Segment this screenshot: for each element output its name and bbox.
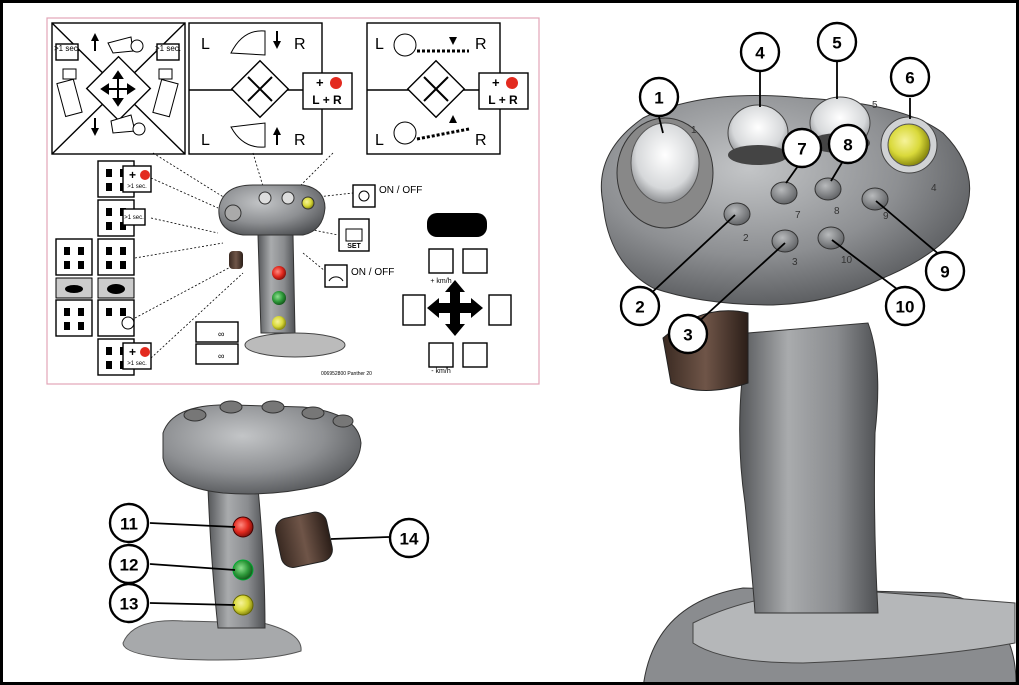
- hare-icon: [65, 285, 83, 293]
- right-label: R: [294, 132, 306, 149]
- right-label: R: [475, 36, 487, 53]
- left-label: L: [201, 36, 210, 53]
- svg-text:4: 4: [755, 44, 765, 63]
- right-label: R: [475, 132, 487, 149]
- callout-13: 13: [110, 584, 148, 622]
- callout-7: 7: [783, 129, 821, 167]
- joystick-top-view: 1 2 3 7 8 9 10 4 5: [601, 96, 1016, 685]
- callout-3: 3: [669, 315, 707, 353]
- svg-text:5: 5: [832, 34, 841, 53]
- marking-2: 2: [743, 233, 749, 244]
- callout-5: 5: [818, 23, 856, 61]
- callout-8: 8: [829, 125, 867, 163]
- plus-label: +: [129, 345, 136, 359]
- right-label: R: [294, 36, 306, 53]
- marking-3: 3: [792, 257, 798, 268]
- minus-kmh-label: - km/h: [431, 368, 451, 375]
- svg-text:6: 6: [905, 69, 914, 88]
- svg-text:2: 2: [635, 298, 644, 317]
- svg-text:7: 7: [797, 140, 806, 159]
- marking-10: 10: [841, 255, 853, 266]
- one-sec-label: >1 sec.: [127, 361, 147, 367]
- plus-label: +: [492, 75, 500, 90]
- one-sec-label: >1 sec.: [127, 184, 147, 190]
- set-label: SET: [347, 243, 361, 250]
- marking-9: 9: [883, 211, 889, 222]
- callout-11: 11: [110, 504, 148, 542]
- callout-1: 1: [640, 78, 678, 116]
- plus-label: +: [316, 75, 324, 90]
- callout-9: 9: [926, 252, 964, 290]
- joystick-diagram: >1 sec. >1 sec. L R L R: [3, 3, 1019, 685]
- part-number: 006952800 Panther 20: [321, 371, 372, 377]
- infinity-glyph: ∞: [218, 329, 224, 339]
- callout-2: 2: [621, 287, 659, 325]
- left-label: L: [375, 36, 384, 53]
- on-off-label: ON / OFF: [379, 185, 422, 196]
- marking-1: 1: [691, 125, 697, 136]
- svg-text:3: 3: [683, 326, 692, 345]
- thumb-wheel: [273, 510, 334, 570]
- svg-text:12: 12: [120, 556, 139, 575]
- marking-8: 8: [834, 206, 840, 217]
- svg-text:11: 11: [120, 515, 138, 534]
- one-sec-label: >1 sec.: [155, 44, 181, 53]
- svg-text:13: 13: [120, 595, 139, 614]
- instruction-panel: >1 sec. >1 sec. L R L R: [47, 18, 539, 384]
- speedometer-icon: [325, 265, 347, 287]
- one-sec-label: >1 sec.: [54, 44, 80, 53]
- plus-kmh-label: + km/h: [430, 278, 451, 285]
- svg-text:14: 14: [400, 530, 419, 549]
- callout-4: 4: [741, 33, 779, 71]
- callout-12: 12: [110, 545, 148, 583]
- callout-10: 10: [886, 287, 924, 325]
- fan-icon: [353, 185, 375, 207]
- callout-14: 14: [390, 519, 428, 557]
- marking-7: 7: [795, 210, 801, 221]
- svg-text:10: 10: [896, 298, 915, 317]
- one-sec-label: >1 sec.: [124, 215, 144, 221]
- tortoise-icon: [107, 284, 125, 294]
- marking-4: 4: [931, 183, 937, 194]
- lr-label: L + R: [488, 93, 518, 107]
- svg-text:1: 1: [654, 89, 663, 108]
- infinity-glyph: ∞: [218, 351, 224, 361]
- svg-text:8: 8: [843, 136, 852, 155]
- header-lift-panel: >1 sec. >1 sec.: [52, 23, 185, 154]
- svg-text:9: 9: [940, 263, 949, 282]
- left-label: L: [201, 132, 210, 149]
- lr-label: L + R: [312, 93, 342, 107]
- joystick-rear-view: [123, 401, 361, 660]
- left-label: L: [375, 132, 384, 149]
- plus-label: +: [129, 168, 136, 182]
- callout-6: 6: [891, 58, 929, 96]
- on-off-label: ON / OFF: [351, 267, 394, 278]
- marking-5: 5: [872, 100, 878, 111]
